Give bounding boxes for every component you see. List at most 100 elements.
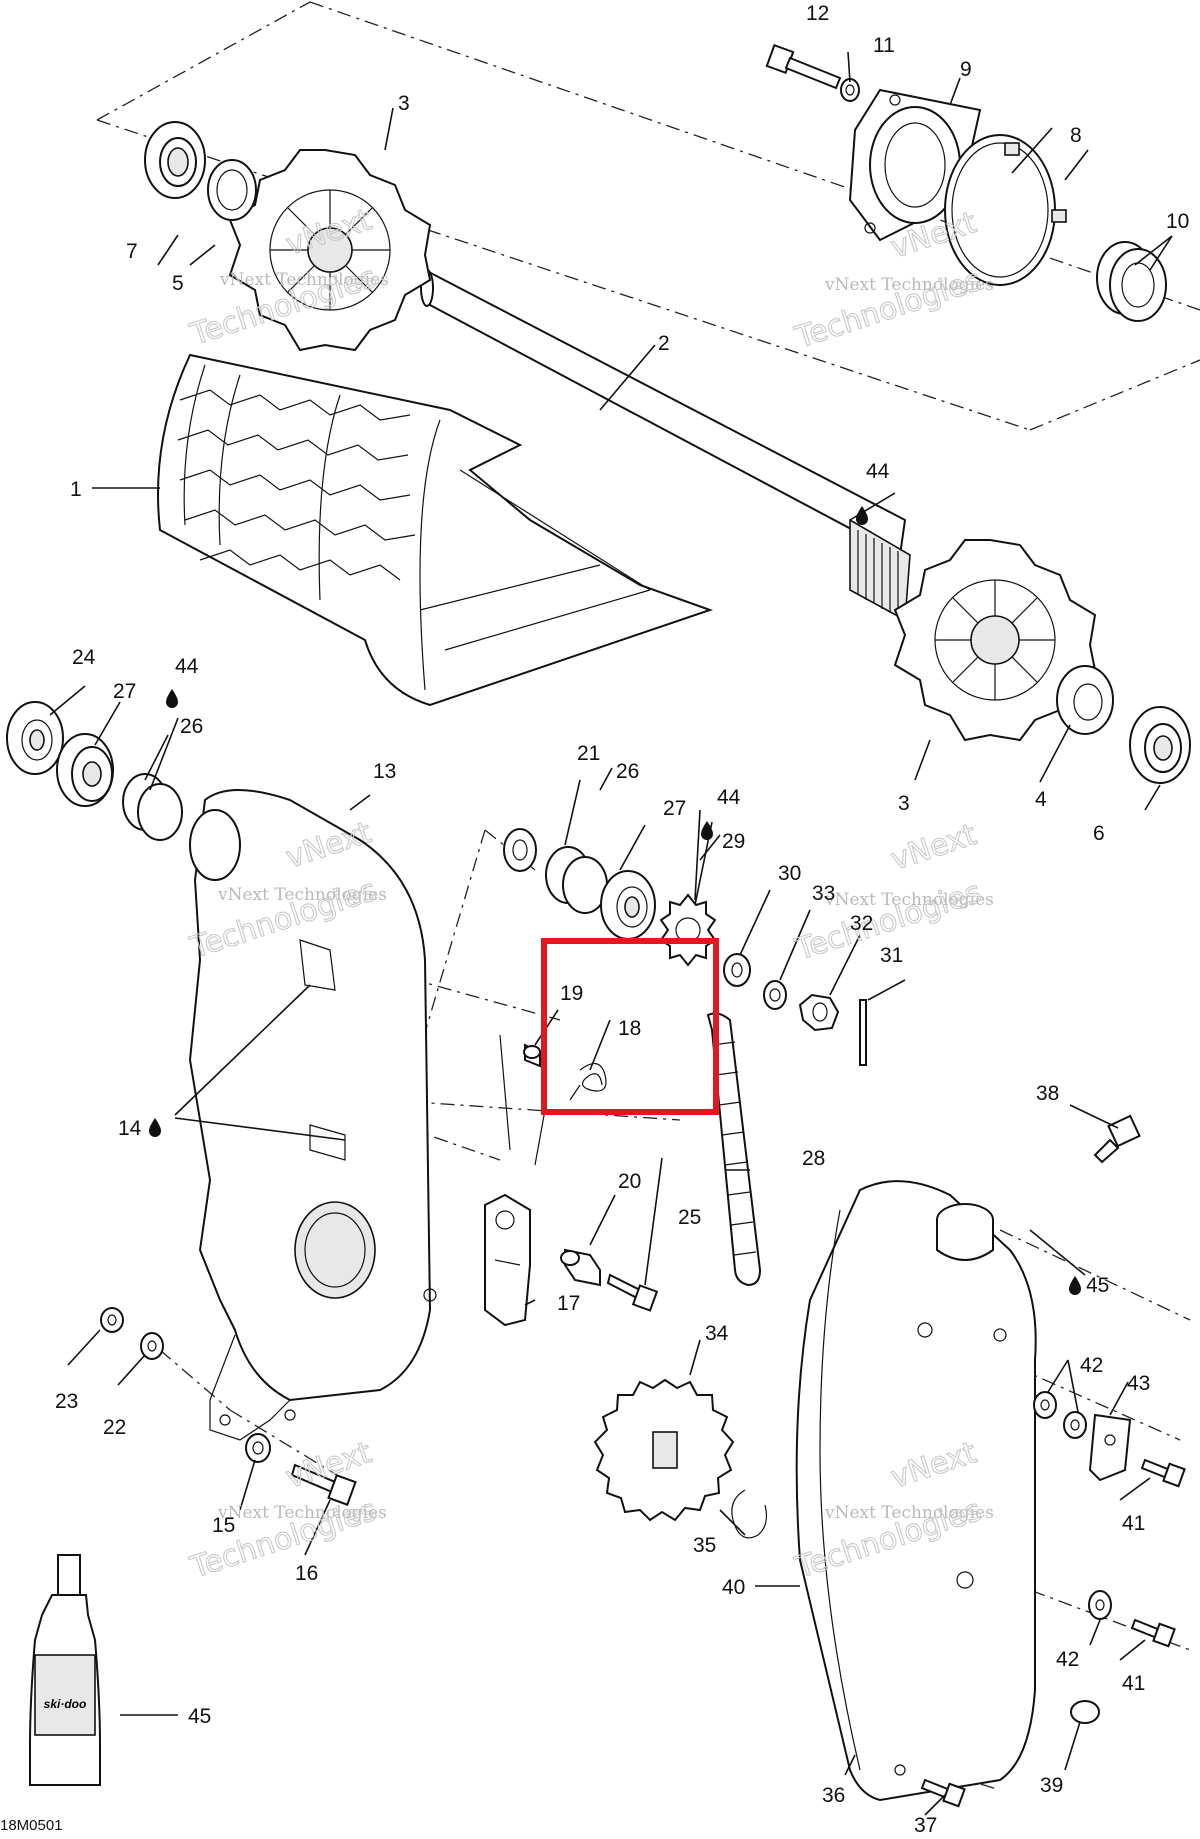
- bracket-part: [1088, 1413, 1132, 1482]
- washer-small-part: [503, 828, 537, 872]
- watermark-text: vNext Technologies: [217, 1503, 387, 1523]
- callout-37: 37: [914, 1814, 937, 1834]
- callout-41-upper: 41: [1122, 1512, 1145, 1535]
- washer-cover2-part: [1088, 1590, 1112, 1620]
- callout-18: 18: [618, 1017, 641, 1040]
- callout-35: 35: [693, 1534, 716, 1557]
- watermark-text: vNext Technologies: [217, 885, 387, 905]
- callout-23: 23: [55, 1390, 78, 1413]
- tensioner-pin-part: [523, 1043, 541, 1068]
- tensioner-bolt-part: [606, 1273, 659, 1312]
- retainer-ring-part: [944, 134, 1067, 286]
- bearing-left-part: [6, 701, 64, 775]
- callout-22: 22: [103, 1416, 126, 1439]
- bolt-cover-part: [1140, 1458, 1186, 1488]
- callout-44-upper: 44: [717, 786, 741, 809]
- watermark-text: vNext Technologies: [219, 270, 389, 290]
- spacer-upper-part: [545, 846, 608, 914]
- drawing-code: 18M0501: [0, 1817, 63, 1834]
- bolt-base-part: [920, 1778, 966, 1808]
- chaincase-cover-part: [795, 1180, 1037, 1802]
- castle-nut-part: [798, 993, 840, 1032]
- bearing-right-part: [1056, 665, 1114, 735]
- seal-pair-part: [1096, 241, 1167, 322]
- callout-1: 1: [70, 478, 82, 501]
- callout-32: 32: [850, 912, 873, 935]
- callout-26-left: 26: [180, 715, 203, 738]
- callout-42-upper: 42: [1080, 1354, 1103, 1377]
- callout-38: 38: [1036, 1082, 1059, 1105]
- washer-tensioner-part: [723, 953, 751, 987]
- washer-part: [840, 78, 860, 102]
- callout-34: 34: [705, 1322, 729, 1345]
- small-sprocket-part: [659, 893, 717, 967]
- watermark-text: vNext Technologies: [824, 890, 994, 910]
- washer-cover-part: [1033, 1391, 1087, 1439]
- plug-bolt-part: [1093, 1114, 1141, 1164]
- callout-24: 24: [72, 646, 96, 669]
- lubricant-bottle-part: ski·doo: [29, 1554, 101, 1786]
- highlight-box: [541, 938, 719, 1115]
- watermark-line: vNext: [887, 817, 981, 877]
- callout-10: 10: [1166, 210, 1189, 233]
- bearing-inner-part: [56, 733, 114, 807]
- oil-drop-icon: [1069, 1276, 1081, 1295]
- bottle-label: ski·doo: [44, 1697, 87, 1711]
- callout-40: 40: [722, 1576, 745, 1599]
- callout-26-upper: 26: [616, 760, 639, 783]
- bearing-upper-part: [600, 870, 656, 940]
- callout-labels: 1 2 3 3 4 5 6 7 8 9 10 11 12 13 14 15 16…: [55, 2, 1189, 1837]
- leader-lines: [49, 51, 1173, 1816]
- bolt-bottom-part: [290, 1463, 357, 1506]
- callout-44-left: 44: [175, 655, 199, 678]
- callout-8: 8: [1070, 124, 1082, 147]
- callout-27-left: 27: [113, 680, 136, 703]
- callout-33: 33: [812, 882, 835, 905]
- tensioner-arm-part: [484, 1193, 531, 1327]
- cotter-pin-part: [859, 999, 867, 1066]
- callout-36: 36: [822, 1784, 845, 1807]
- callout-44-shaft: 44: [866, 460, 890, 483]
- bolt-part: [765, 43, 842, 90]
- callout-31: 31: [880, 944, 903, 967]
- callout-12: 12: [806, 2, 829, 25]
- callout-42-lower: 42: [1056, 1648, 1079, 1671]
- oil-drop-icon: [149, 1118, 161, 1137]
- circlip-part: [731, 1489, 768, 1539]
- callout-4: 4: [1035, 788, 1047, 811]
- callout-19: 19: [560, 982, 583, 1005]
- track-part: [157, 353, 714, 707]
- driven-sprocket-part: [593, 1378, 735, 1522]
- washer-left-part: [100, 1307, 124, 1333]
- callout-15: 15: [212, 1514, 235, 1537]
- tensioner-spring-part: [499, 1034, 607, 1166]
- callout-21: 21: [577, 742, 600, 765]
- callout-6: 6: [1093, 822, 1105, 845]
- callout-5: 5: [172, 272, 184, 295]
- callout-7: 7: [126, 240, 138, 263]
- callout-17: 17: [557, 1292, 580, 1315]
- cap-plug-part: [1070, 1700, 1100, 1724]
- bearing-part: [144, 121, 206, 199]
- callout-20: 20: [618, 1170, 641, 1193]
- drive-chain-part: [706, 1012, 762, 1287]
- callout-45-cover: 45: [1086, 1274, 1109, 1297]
- callout-3-top: 3: [398, 92, 410, 115]
- callout-45-bottle: 45: [188, 1705, 211, 1728]
- watermark-text: vNext Technologies: [824, 1503, 994, 1523]
- oil-drop-icon: [166, 689, 178, 708]
- callout-2: 2: [658, 332, 670, 355]
- callout-16: 16: [295, 1562, 318, 1585]
- drive-sprocket-right-part: [893, 539, 1097, 742]
- washer-left2-part: [140, 1332, 164, 1360]
- callout-14: 14: [118, 1117, 142, 1140]
- chaincase-housing-part: [188, 789, 437, 1441]
- callout-29: 29: [722, 830, 745, 853]
- callout-3-right: 3: [898, 792, 910, 815]
- callout-41-lower: 41: [1122, 1672, 1145, 1695]
- washer-bottom-part: [245, 1433, 271, 1463]
- callout-28: 28: [802, 1147, 825, 1170]
- watermark-text: vNext Technologies: [824, 275, 994, 295]
